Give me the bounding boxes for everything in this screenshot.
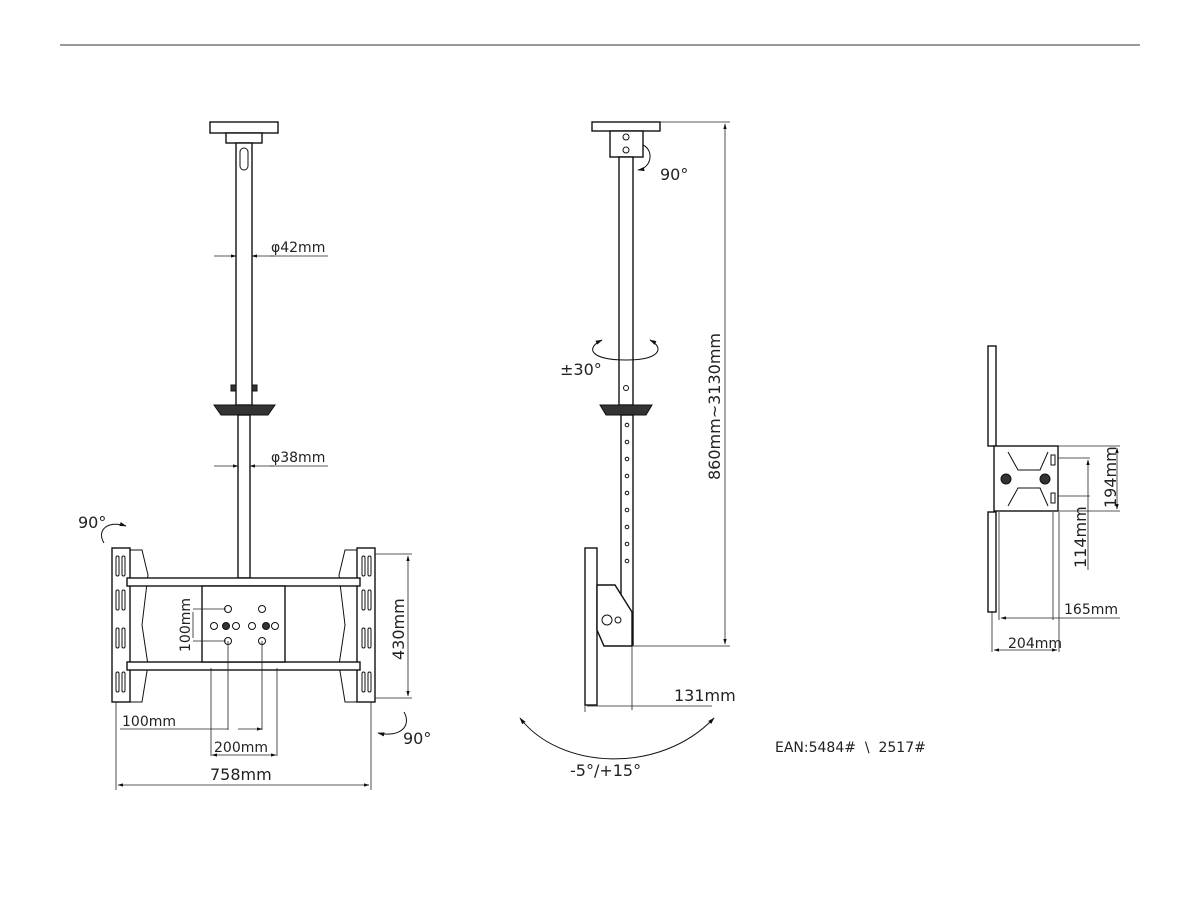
inner-width-label: 165mm	[1064, 602, 1118, 618]
lower-diameter-label: φ38mm	[271, 450, 325, 466]
tilt-label: -5°/+15°	[570, 761, 641, 780]
rotate-top-label: 90°	[660, 165, 688, 184]
ceiling-plate	[209, 121, 279, 134]
bottom-rail	[126, 661, 361, 671]
pole-disc	[213, 404, 276, 416]
depth-label: 131mm	[674, 686, 736, 705]
side-pole-upper	[618, 156, 634, 406]
right-arm	[356, 547, 376, 703]
outer-width-label: 204mm	[1008, 636, 1062, 652]
center-plate	[201, 585, 286, 663]
upper-diameter-label: φ42mm	[271, 240, 325, 256]
top-rail	[126, 577, 361, 587]
lower-pole	[237, 414, 251, 579]
detail-view: 194mm 114mm 165mm 204mm	[987, 345, 1120, 652]
plate-height-label: 194mm	[1101, 446, 1120, 508]
vesa-large-label: 200mm	[214, 740, 268, 756]
bracket-height-label: 430mm	[389, 598, 408, 660]
bracket-width-label: 758mm	[210, 765, 272, 784]
vesa-small-label: 100mm	[122, 714, 176, 730]
hole-spacing-label: 114mm	[1071, 506, 1090, 568]
rotate-top-left-label: 90°	[78, 513, 106, 532]
swivel-label: ±30°	[560, 360, 602, 379]
front-view: φ42mm φ38mm	[78, 121, 431, 790]
vesa-vertical-label: 100mm	[178, 598, 194, 652]
rotate-bottom-right-label: 90°	[403, 729, 431, 748]
side-view: 90° ±30° 860mm~3130mm 131mm -5°/+15°	[519, 121, 736, 780]
tilt-plate	[584, 547, 598, 706]
height-range-label: 860mm~3130mm	[705, 333, 724, 480]
left-arm	[111, 547, 131, 703]
upper-pole	[235, 142, 253, 406]
product-codes: EAN:5484# \ 2517#	[775, 740, 926, 756]
